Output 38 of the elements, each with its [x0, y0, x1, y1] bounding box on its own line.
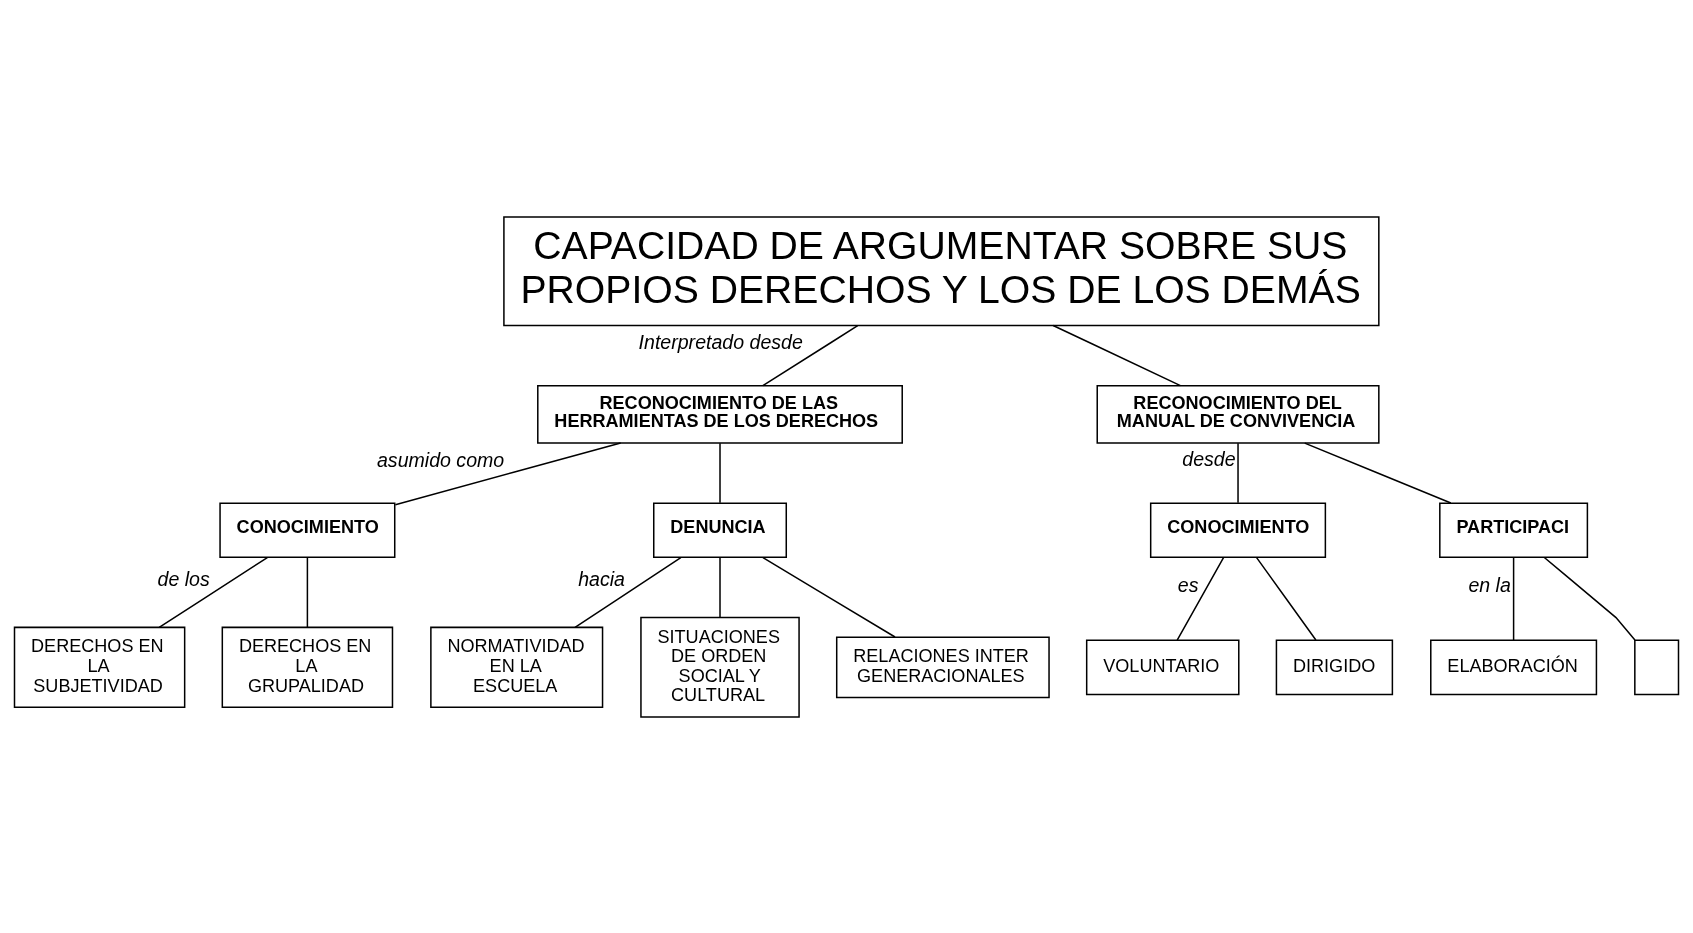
connector [574, 556, 682, 628]
connector [1255, 556, 1317, 641]
connector [394, 441, 622, 505]
connector [1304, 441, 1452, 504]
edge-label: es [1177, 573, 1199, 596]
node-box: VOLUNTARIO [1085, 638, 1240, 695]
node-box: CONOCIMIENTO [1149, 501, 1327, 558]
node-box: ELABORACIÓN [1430, 638, 1598, 695]
node-box: DIRIGIDO [1275, 638, 1394, 695]
node-box: DERECHOS EN LA SUBJETIVIDAD [13, 626, 186, 708]
node-box: DERECHOS EN LA GRUPALIDAD [221, 626, 394, 708]
connector [1052, 324, 1182, 386]
node-box: PARTICIPACI [1439, 501, 1589, 558]
node-box: SITUACIONES DE ORDEN SOCIAL Y CULTURAL [640, 616, 800, 718]
edge-label: de los [157, 567, 210, 590]
connector [1512, 556, 1515, 641]
node-box: DENUNCIA [653, 501, 787, 558]
node-box: RECONOCIMIENTO DE LAS HERRAMIENTAS DE LOS DERECHOS [537, 384, 903, 444]
connector [1543, 556, 1636, 641]
connector [1176, 556, 1225, 641]
connector [719, 556, 721, 618]
node-box: CAPACIDAD DE ARGUMENTAR SOBRE SUS PROPIOS DERECHOS Y LOS DE LOS DEMÁS [503, 215, 1380, 326]
edge-label: hacia [578, 567, 626, 590]
node-box: CONOCIMIENTO [219, 501, 396, 558]
connector [158, 556, 269, 628]
connector [1237, 441, 1239, 504]
edge-label: desde [1182, 447, 1236, 470]
connector [762, 556, 896, 638]
node-box: NORMATIVIDAD EN LA ESCUELA [430, 626, 604, 708]
connector [306, 556, 309, 628]
edge-label: en la [1468, 573, 1511, 596]
node-box [1634, 638, 1680, 695]
node-box: RELACIONES INTERGENERACIONALES [835, 635, 1050, 698]
connector [762, 324, 859, 386]
node-box: RECONOCIMIENTO DEL MANUAL DE CONVIVENCIA [1096, 384, 1380, 444]
edge-label: Interpretado desde [638, 330, 803, 353]
connector [719, 441, 721, 504]
edge-label: asumido como [377, 448, 505, 471]
